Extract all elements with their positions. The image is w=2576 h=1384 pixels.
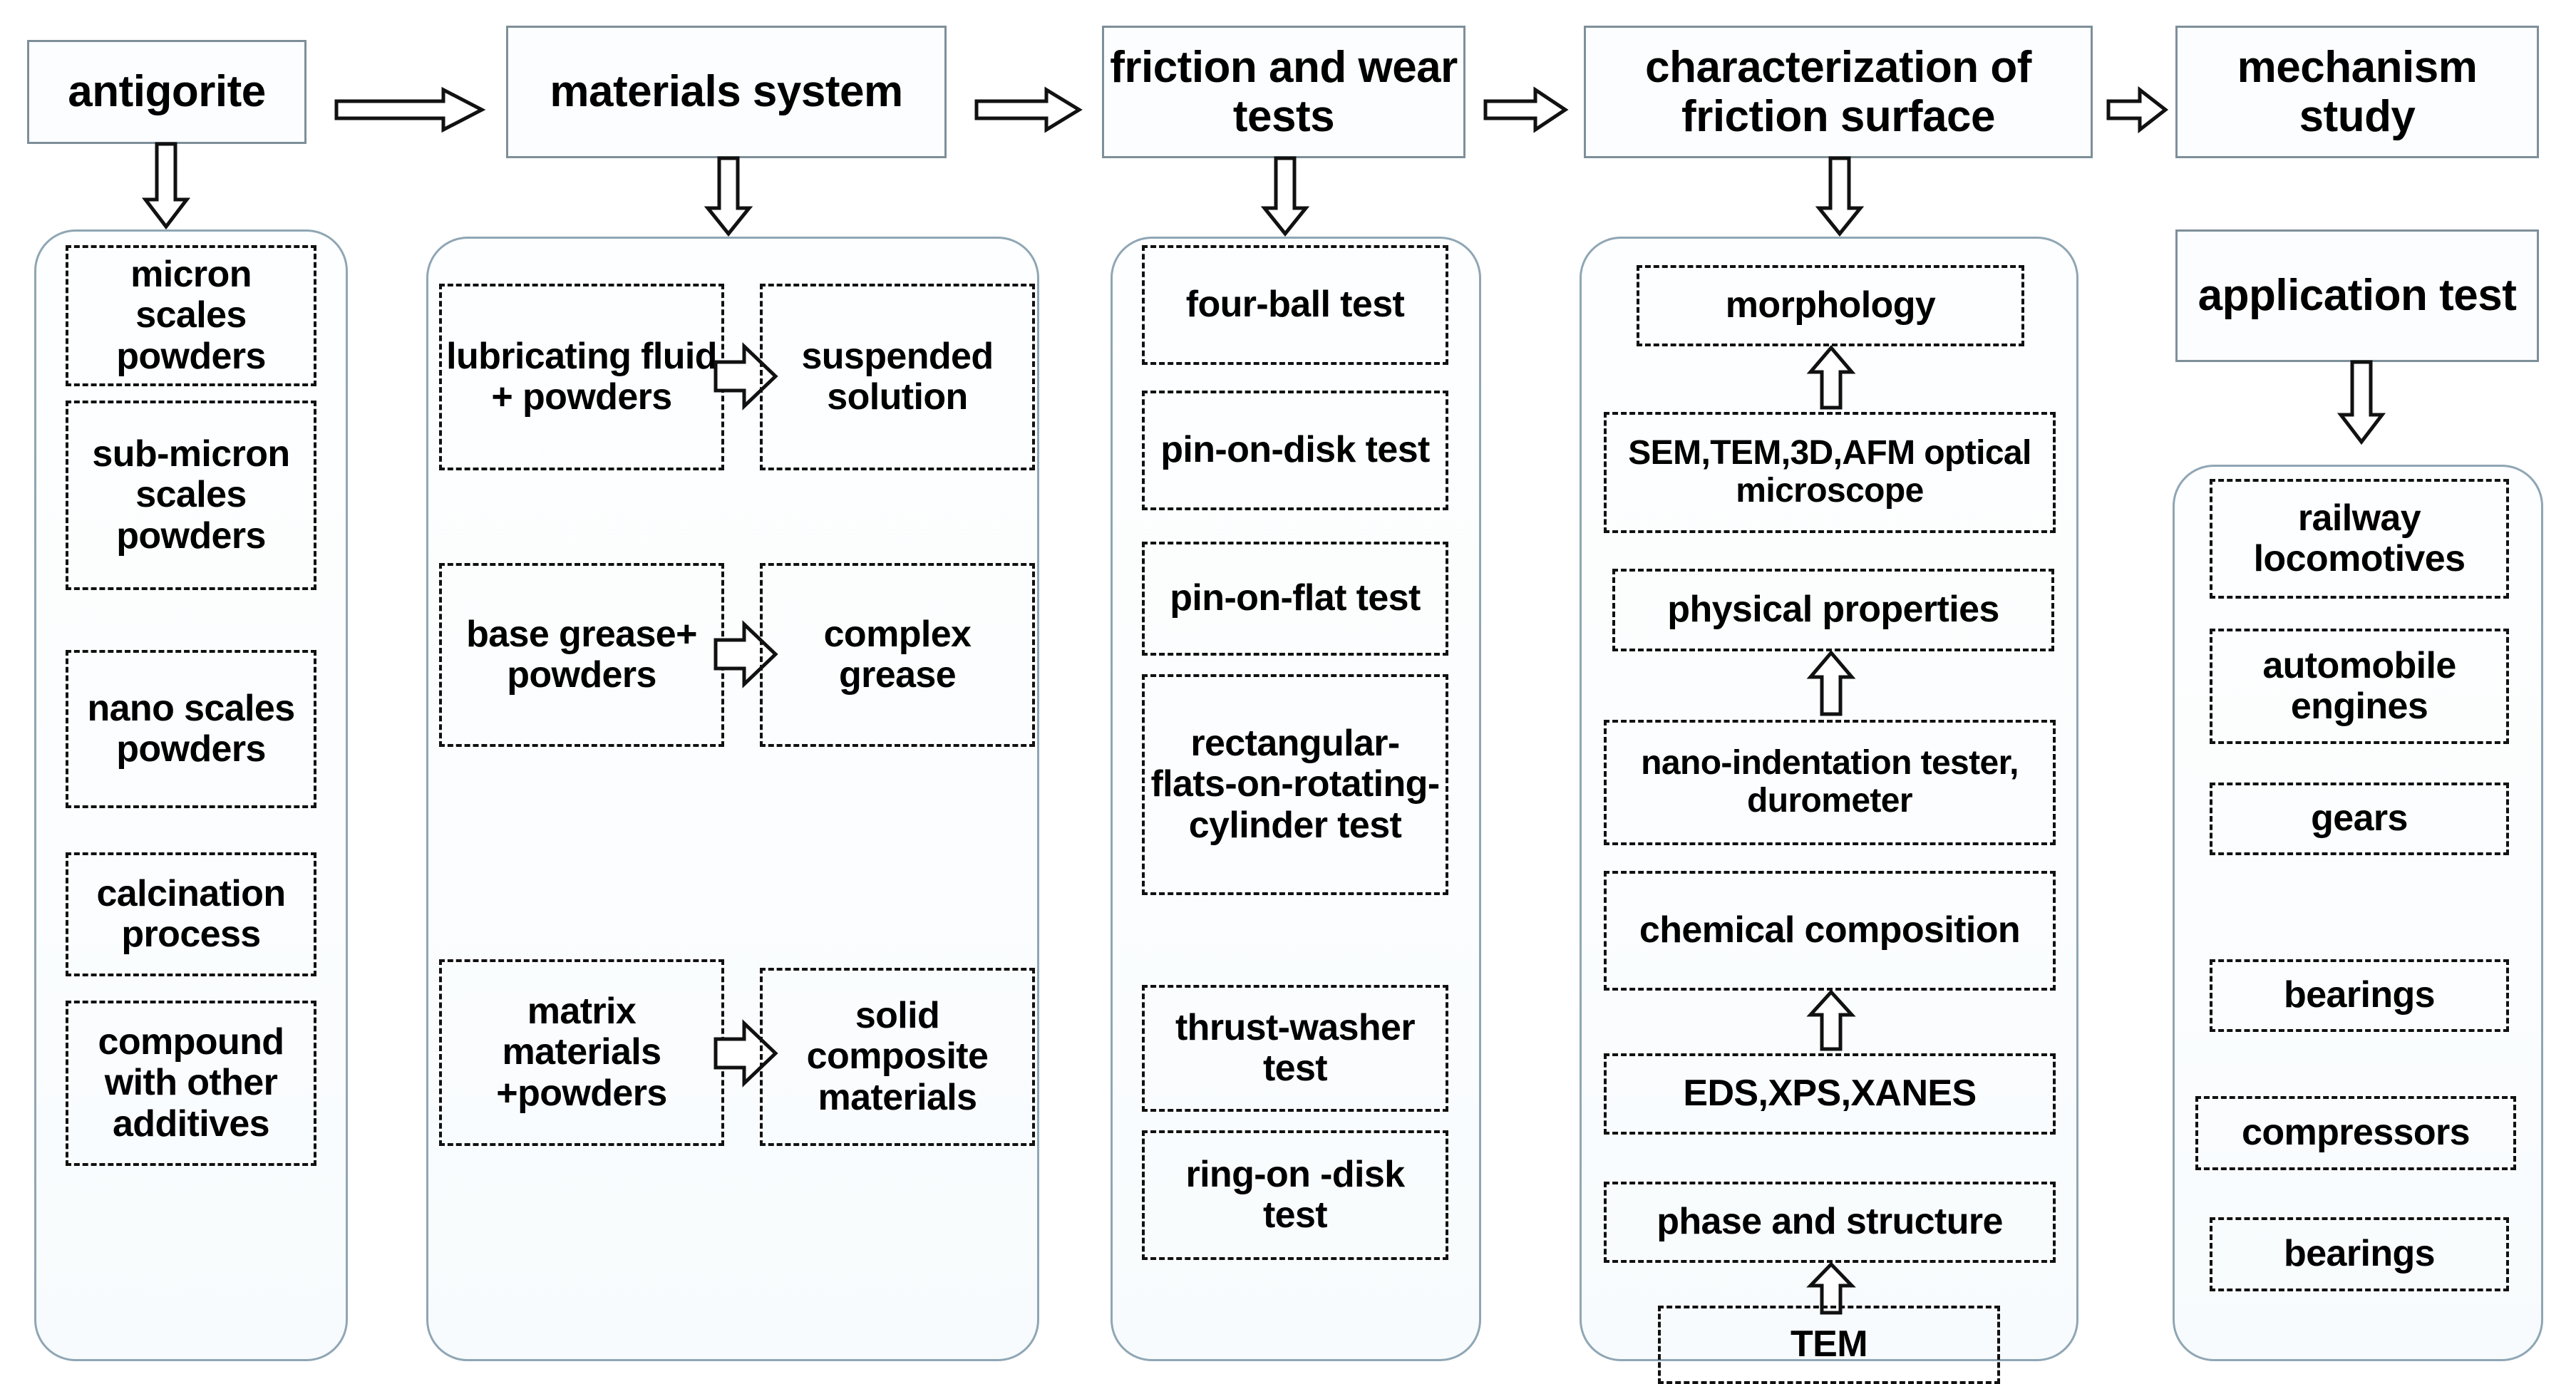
dashed-box-micron-scales-powders[interactable]: micron scales powders (66, 245, 316, 386)
arrow-friction-to-characterization (1483, 86, 1569, 133)
dashed-box-tem[interactable]: TEM (1658, 1306, 2000, 1384)
header-box-materials-system[interactable]: materials system (506, 26, 947, 158)
label-phase-and-structure: phase and structure (1657, 1201, 2003, 1243)
arrow-nano-to-physical (1806, 650, 1856, 717)
label-chemical-composition: chemical composition (1639, 909, 2021, 951)
panel-friction-and-wear-tests (1111, 237, 1481, 1361)
dashed-box-thrust-washer-test[interactable]: thrust-washer test (1142, 985, 1448, 1112)
dashed-box-compressors[interactable]: compressors (2195, 1096, 2516, 1170)
label-complex-grease: complex grease (823, 613, 972, 696)
arrow-application-down (2337, 360, 2386, 445)
panel-materials-system (426, 237, 1039, 1361)
label-sub-micron-scales-powders: sub-micron scales powders (92, 433, 290, 557)
header-label-characterization: characterization of friction surface (1645, 42, 2031, 141)
label-automobile-engines: automobile engines (2262, 644, 2456, 727)
dashed-box-calcination-process[interactable]: calcination process (66, 852, 316, 976)
dashed-box-morphology[interactable]: morphology (1637, 265, 2024, 346)
label-sem-tem-3d-afm: SEM,TEM,3D,AFM optical microscope (1628, 434, 2031, 510)
label-solid-composite-materials: solid composite materials (806, 995, 989, 1118)
dashed-box-chemical-composition[interactable]: chemical composition (1604, 871, 2056, 991)
arrow-characterization-to-mechanism (2106, 86, 2169, 134)
panel-characterization (1580, 237, 2078, 1361)
header-label-mechanism-study: mechanism study (2237, 42, 2478, 141)
arrow-friction-down (1260, 156, 1310, 237)
dashed-box-compound-with-other-additives[interactable]: compound with other additives (66, 1001, 316, 1166)
dashed-box-phase-and-structure[interactable]: phase and structure (1604, 1182, 2056, 1263)
label-rectangular-flats-on-rotating-cylinder-test: rectangular-flats-on-rotating-cylinder t… (1150, 723, 1440, 846)
arrow-materials-down (704, 156, 753, 237)
dashed-box-gears[interactable]: gears (2210, 783, 2509, 855)
dashed-box-bearings-1[interactable]: bearings (2210, 959, 2509, 1032)
label-morphology: morphology (1725, 284, 1936, 326)
dashed-box-ring-on-disk-test[interactable]: ring-on -disk test (1142, 1130, 1448, 1260)
dashed-box-automobile-engines[interactable]: automobile engines (2210, 629, 2509, 744)
arrow-characterization-down (1815, 156, 1865, 237)
header-box-friction-and-wear-tests[interactable]: friction and wear tests (1102, 26, 1465, 158)
dashed-box-rectangular-flats-on-rotating-cylinder-test[interactable]: rectangular-flats-on-rotating-cylinder t… (1142, 674, 1448, 895)
header-box-mechanism-study[interactable]: mechanism study (2175, 26, 2539, 158)
header-label-friction-and-wear-tests: friction and wear tests (1110, 42, 1458, 141)
label-tem: TEM (1791, 1323, 1868, 1365)
header-label-materials-system: materials system (550, 67, 903, 117)
arrow-antigorite-to-materials (334, 86, 486, 133)
label-pin-on-disk-test: pin-on-disk test (1160, 429, 1430, 471)
dashed-box-suspended-solution[interactable]: suspended solution (760, 284, 1035, 470)
label-micron-scales-powders: micron scales powders (116, 254, 266, 377)
panel-application-test (2173, 465, 2543, 1361)
label-bearings-1: bearings (2284, 974, 2436, 1016)
dashed-box-matrix-materials-powders[interactable]: matrix materials +powders (439, 959, 724, 1146)
arrow-sem-to-morphology (1806, 345, 1856, 410)
header-label-antigorite: antigorite (68, 67, 266, 117)
dashed-box-railway-locomotives[interactable]: railway locomotives (2210, 479, 2509, 599)
label-pin-on-flat-test: pin-on-flat test (1170, 577, 1421, 619)
header-box-application-test[interactable]: application test (2175, 229, 2539, 362)
dashed-box-sem-tem-3d-afm[interactable]: SEM,TEM,3D,AFM optical microscope (1604, 412, 2056, 533)
dashed-box-sub-micron-scales-powders[interactable]: sub-micron scales powders (66, 401, 316, 590)
dashed-box-complex-grease[interactable]: complex grease (760, 563, 1035, 747)
dashed-box-lubricating-fluid-powders[interactable]: lubricating fluid + powders (439, 284, 724, 470)
label-ring-on-disk-test: ring-on -disk test (1185, 1153, 1405, 1236)
label-four-ball-test: four-ball test (1185, 284, 1405, 326)
label-calcination-process: calcination process (96, 872, 286, 955)
dashed-box-four-ball-test[interactable]: four-ball test (1142, 245, 1448, 365)
dashed-box-nano-indentation-tester[interactable]: nano-indentation tester, durometer (1604, 720, 2056, 845)
label-railway-locomotives: railway locomotives (2253, 497, 2466, 579)
label-thrust-washer-test: thrust-washer test (1175, 1006, 1416, 1089)
label-lubricating-fluid-powders: lubricating fluid + powders (446, 335, 717, 418)
label-base-grease-powders: base grease+ powders (466, 613, 697, 696)
panel-antigorite (34, 229, 348, 1361)
arrow-eds-to-chemical (1806, 989, 1856, 1052)
dashed-box-pin-on-disk-test[interactable]: pin-on-disk test (1142, 391, 1448, 510)
arrow-antigorite-down (141, 142, 191, 230)
label-eds-xps-xanes: EDS,XPS,XANES (1683, 1073, 1977, 1115)
label-compound-with-other-additives: compound with other additives (98, 1021, 285, 1145)
label-bearings-2: bearings (2284, 1233, 2436, 1275)
dashed-box-base-grease-powders[interactable]: base grease+ powders (439, 563, 724, 747)
arrow-tem-to-phase (1806, 1261, 1856, 1316)
label-gears: gears (2311, 797, 2408, 840)
arrow-materials-to-friction (974, 86, 1083, 133)
dashed-box-eds-xps-xanes[interactable]: EDS,XPS,XANES (1604, 1053, 2056, 1135)
label-nano-indentation-tester: nano-indentation tester, durometer (1641, 744, 2019, 820)
dashed-box-bearings-2[interactable]: bearings (2210, 1217, 2509, 1291)
label-compressors: compressors (2242, 1112, 2471, 1154)
label-nano-scales-powders: nano scales powders (87, 687, 295, 770)
header-box-antigorite[interactable]: antigorite (27, 40, 306, 144)
header-box-characterization[interactable]: characterization of friction surface (1584, 26, 2093, 158)
dashed-box-pin-on-flat-test[interactable]: pin-on-flat test (1142, 542, 1448, 656)
header-label-application-test: application test (2198, 271, 2517, 321)
label-matrix-materials-powders: matrix materials +powders (496, 991, 667, 1114)
dashed-box-physical-properties[interactable]: physical properties (1612, 569, 2054, 651)
label-physical-properties: physical properties (1667, 589, 1999, 631)
label-suspended-solution: suspended solution (801, 335, 994, 418)
dashed-box-solid-composite-materials[interactable]: solid composite materials (760, 968, 1035, 1146)
dashed-box-nano-scales-powders[interactable]: nano scales powders (66, 650, 316, 808)
